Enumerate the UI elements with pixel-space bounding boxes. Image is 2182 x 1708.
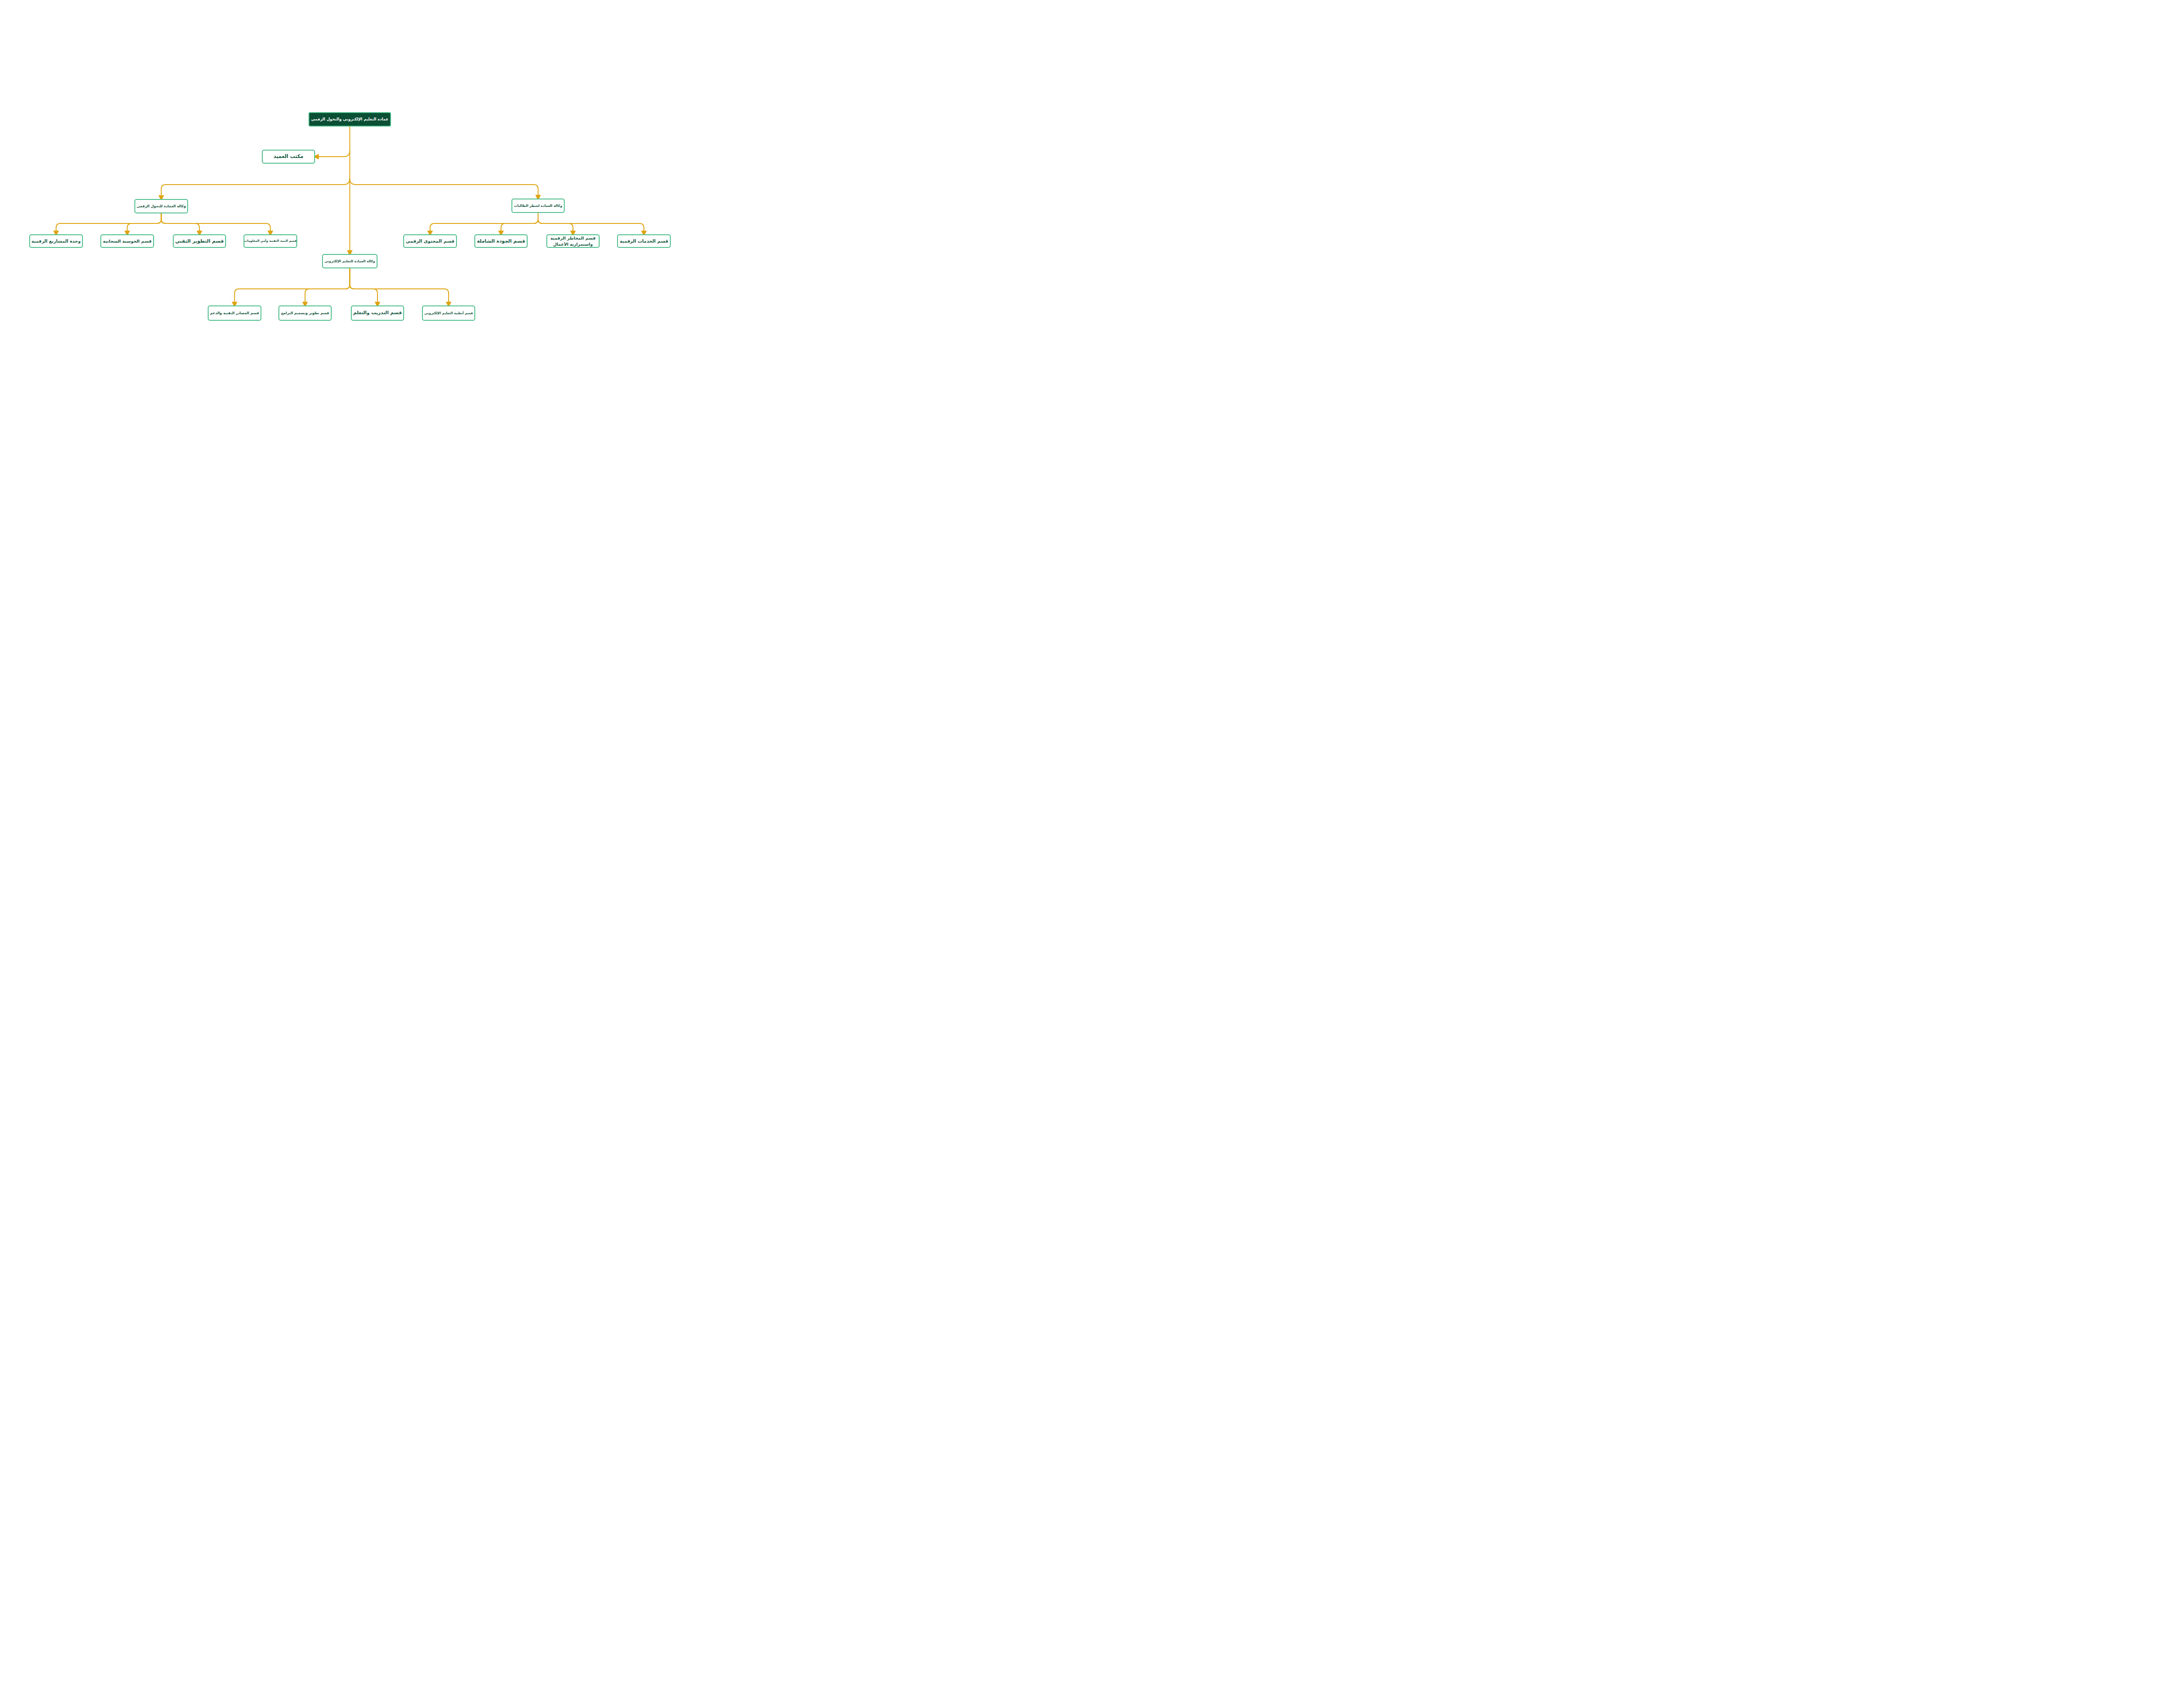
node-dept-elearning-systems: قسم أنظمة التعليم الإلكتروني (422, 305, 475, 321)
node-label: قسم الحوسبة السحابية (103, 239, 152, 244)
node-label: وكالة العمادة للتحول الرقمي (137, 204, 186, 209)
edge-d-lms (350, 268, 449, 303)
node-label: قسم المخاطر الرقمية واستمرارية الأعمال (549, 235, 597, 247)
edge-w-students (350, 178, 539, 196)
node-dept-digital-services: قسم الخدمات الرقمية (617, 234, 671, 248)
node-dept-digital-content: قسم المحتوى الرقمي (403, 234, 457, 248)
node-dept-program-design-development: قسم تطوير وتصميم البرامج (278, 305, 332, 321)
edge-d-content (430, 213, 539, 232)
node-label: قسم المحتوى الرقمي (406, 238, 455, 244)
edge-d-resources (235, 268, 350, 303)
node-dept-technical-development: قسم التطوير التقني (173, 234, 226, 248)
edge-d-risk (538, 213, 573, 232)
node-label: قسم الخدمات الرقمية (620, 238, 668, 244)
node-dept-cloud-computing: قسم الحوسبة السحابية (100, 234, 154, 248)
node-label: قسم التطوير التقني (175, 238, 224, 244)
node-label: قسم أنظمة التعليم الإلكتروني (424, 311, 473, 315)
edge-d-techdev (161, 213, 200, 232)
node-label: وكالة العمادة لشطر الطالبات (514, 204, 563, 208)
edge-d-training (350, 268, 378, 303)
node-dept-technical-resources-support: قسم المصادر التقنية والدعم (208, 305, 261, 321)
node-dept-training-learning: قسم التدريب والتعلم (351, 305, 404, 321)
node-root-label: عمادة التعليم الإلكتروني والتحول الرقمي (311, 117, 388, 122)
node-label: قسم المصادر التقنية والدعم (210, 311, 259, 316)
edge-d-programs (305, 268, 350, 303)
edge-d-quality (501, 213, 538, 232)
node-deputyship-elearning: وكالة العمادة للتعليم الإلكتروني (322, 254, 377, 268)
edge-d-infra (161, 213, 271, 232)
node-label: قسم التدريب والتعلم (353, 310, 402, 316)
node-deputyship-female-students: وكالة العمادة لشطر الطالبات (511, 199, 565, 213)
node-root: عمادة التعليم الإلكتروني والتحول الرقمي (309, 112, 391, 127)
node-label: وحدة المشاريع الرقمية (31, 239, 81, 244)
edge-d-services (538, 213, 644, 232)
node-dean-office-label: مكتب العميد (274, 154, 303, 160)
edge-d-cloud (127, 213, 161, 232)
edge-dean-office (318, 151, 350, 157)
node-deputyship-digital-transformation: وكالة العمادة للتحول الرقمي (134, 199, 188, 213)
node-label: وكالة العمادة للتعليم الإلكتروني (324, 259, 375, 263)
node-label: قسم البنية التقنية وآمن المعلومات (244, 239, 297, 243)
node-dept-total-quality: قسم الجودة الشاملة (474, 234, 528, 248)
edge-d-projects (56, 213, 161, 232)
node-label: قسم الجودة الشاملة (477, 238, 525, 244)
node-dept-infrastructure-infosec: قسم البنية التقنية وآمن المعلومات (244, 234, 297, 248)
connector-lines (0, 0, 698, 427)
node-dept-digital-risk-business-continuity: قسم المخاطر الرقمية واستمرارية الأعمال (546, 234, 600, 248)
org-chart-canvas: عمادة التعليم الإلكتروني والتحول الرقمي … (0, 0, 698, 427)
edge-w-digital (161, 178, 350, 196)
node-dean-office: مكتب العميد (262, 150, 315, 164)
node-label: قسم تطوير وتصميم البرامج (281, 311, 329, 316)
node-dept-digital-projects-unit: وحدة المشاريع الرقمية (29, 234, 83, 248)
